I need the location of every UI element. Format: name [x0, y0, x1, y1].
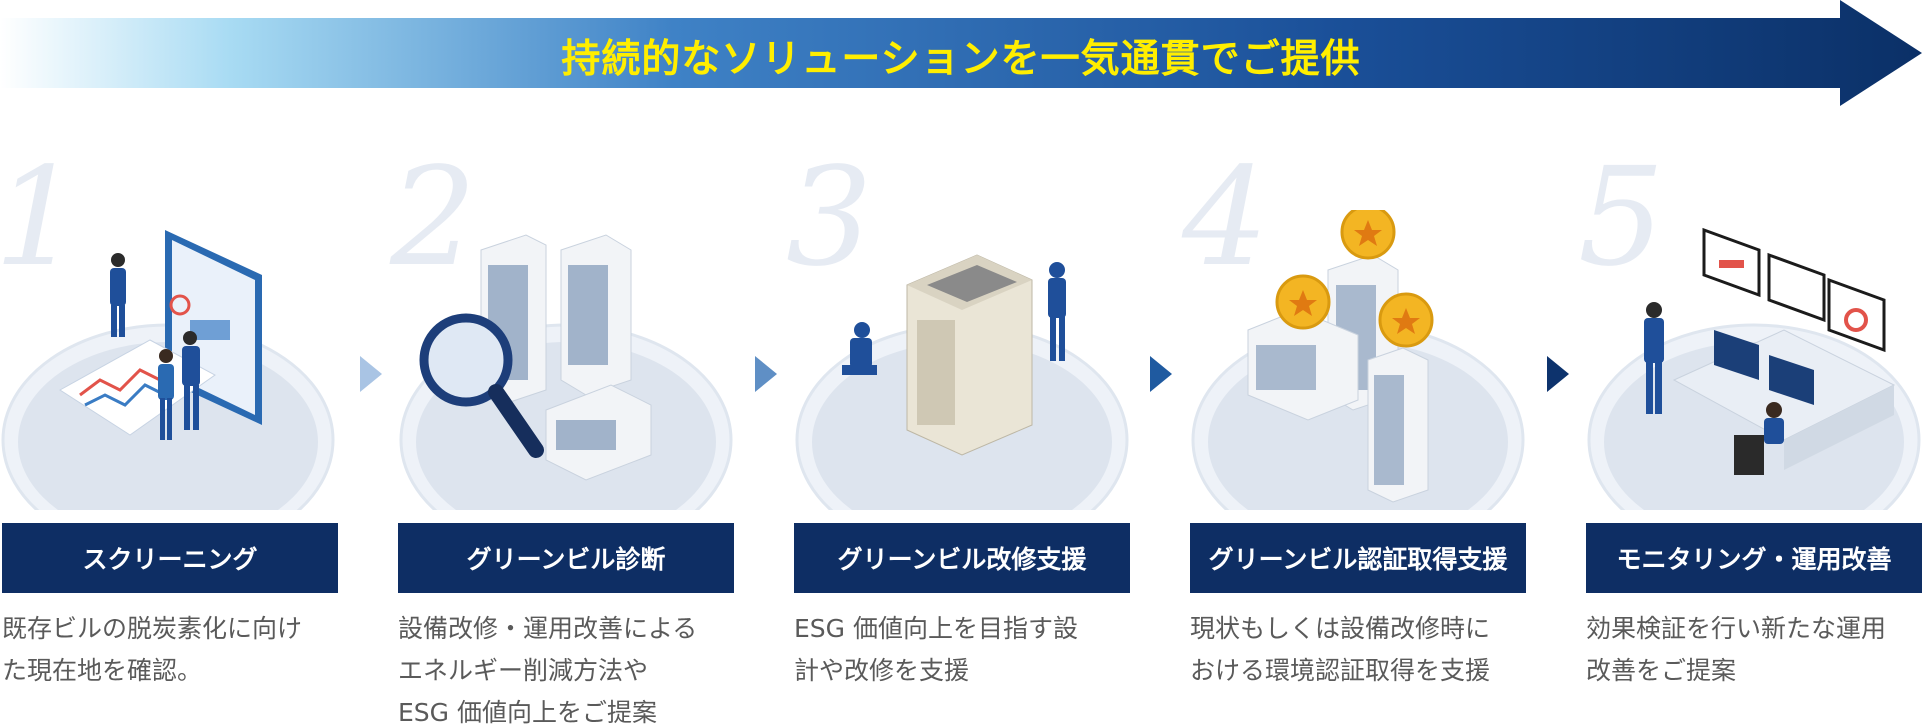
step-2: 2 グリーンビル診断 設備改修・運用改善による エネルギー削減方法や ESG 価…: [390, 150, 736, 724]
banner-title: 持続的なソリューションを一気通貫でご提供: [561, 37, 1361, 82]
chevron-right-icon: [360, 356, 382, 392]
step-5: 5 モニタリング・運用改善 効果検証を行い新たな運用 改善をご提案: [1578, 150, 1922, 724]
step-description: 現状もしくは設備改修時に おける環境認証取得を支援: [1190, 614, 1491, 685]
renovation-illustration: [795, 254, 1129, 510]
step-number: 2: [390, 139, 477, 297]
step-number: 4: [1182, 139, 1269, 297]
step-description: 設備改修・運用改善による エネルギー削減方法や ESG 価値向上をご提案: [398, 614, 698, 724]
step-3: 3 グリーンビル改修支援 ESG 価値向上を目指す設 計や改修を支援: [786, 150, 1132, 724]
step-1: 1 スクリーニング 既存ビルの脱炭素化に向け た現在地を確認。: [0, 150, 340, 724]
chevron-right-icon: [1547, 356, 1569, 392]
monitoring-illustration: [1587, 227, 1921, 510]
chevron-right-icon: [1150, 356, 1172, 392]
step-4: 4 グリーンビル認証取得支援 現状もしくは設備改修時に おける環境認証取得を支援: [1182, 150, 1528, 724]
step-label: グリーンビル診断: [398, 523, 734, 593]
chevron-right-icon: [755, 356, 777, 392]
step-number: 3: [786, 139, 873, 297]
step-label: スクリーニング: [2, 523, 338, 593]
diagnosis-illustration: [399, 234, 733, 510]
banner-arrow: [0, 0, 1922, 106]
step-description: 効果検証を行い新たな運用 改善をご提案: [1586, 614, 1887, 685]
step-label: モニタリング・運用改善: [1586, 523, 1922, 593]
step-description: ESG 価値向上を目指す設 計や改修を支援: [794, 614, 1078, 685]
step-description: 既存ビルの脱炭素化に向け た現在地を確認。: [2, 614, 303, 685]
step-label: グリーンビル改修支援: [794, 523, 1130, 593]
step-number: 5: [1578, 139, 1665, 297]
step-label: グリーンビル認証取得支援: [1190, 523, 1526, 593]
certification-illustration: [1191, 210, 1525, 510]
step-number: 1: [0, 139, 81, 297]
screening-illustration: [1, 230, 335, 510]
